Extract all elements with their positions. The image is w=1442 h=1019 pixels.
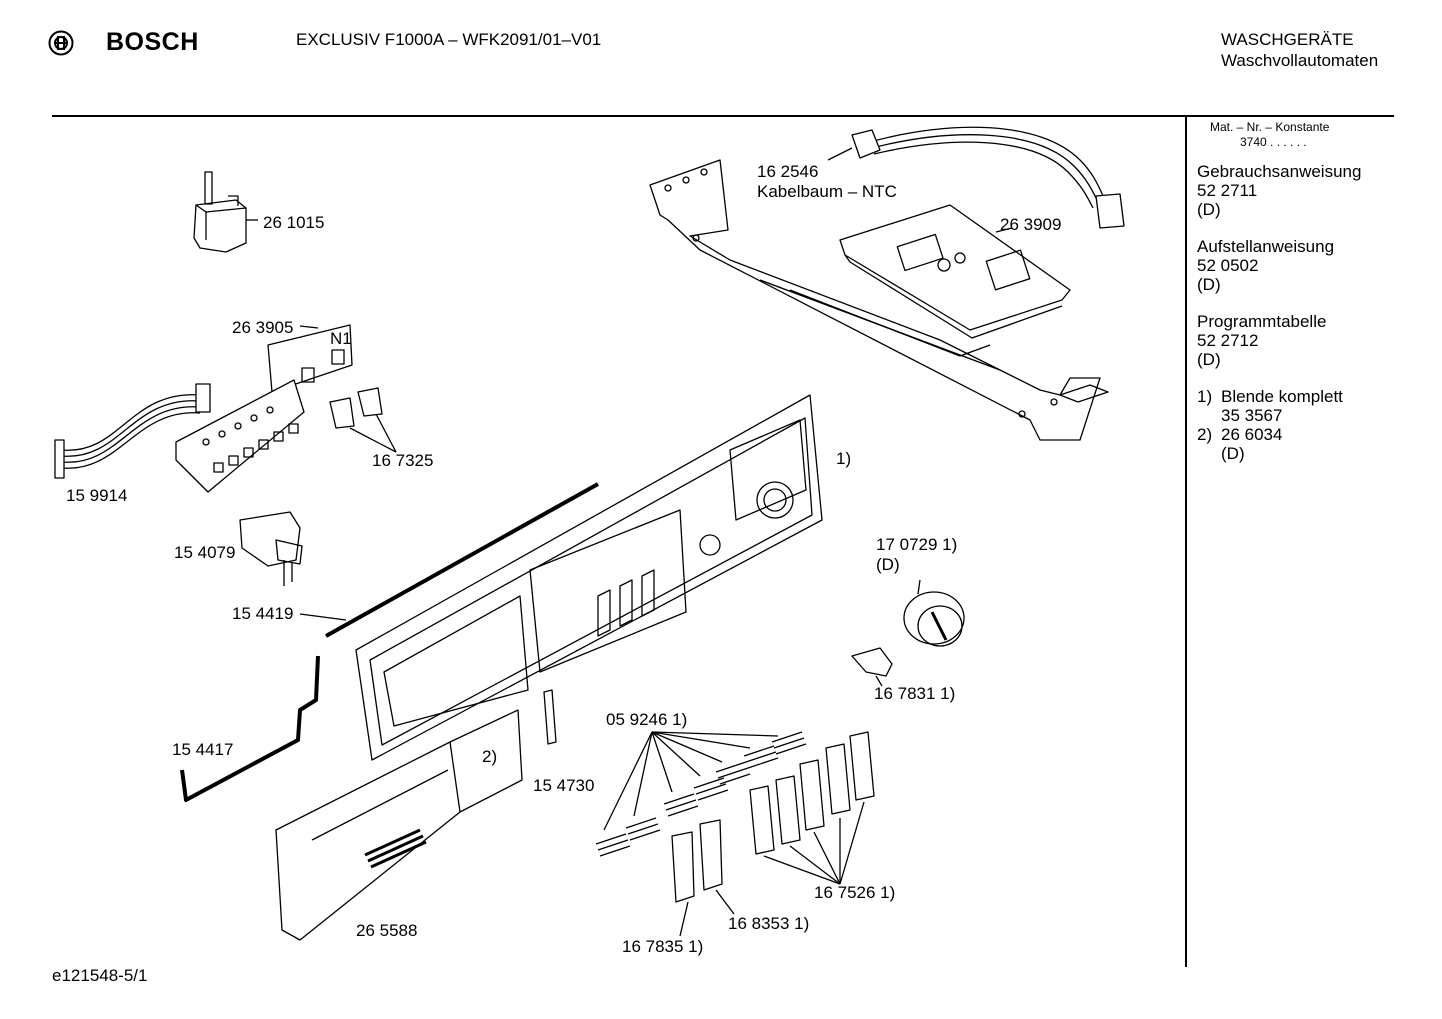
category-subtitle: Waschvollautomaten (1221, 51, 1379, 70)
part-label: 16 2546 (757, 162, 819, 181)
part-label: 15 4730 (533, 776, 595, 795)
note-text: Blende komplett (1221, 387, 1343, 406)
board-marking: N1 (330, 329, 352, 348)
seal-strip-drawing (299, 482, 599, 638)
part-label: 17 0729 1) (876, 535, 958, 554)
part-label: 26 3905 (232, 318, 294, 337)
note-marker: 2) (1197, 425, 1213, 444)
part-label: 15 4417 (172, 740, 234, 759)
doc-title: Gebrauchsanweisung (1197, 162, 1362, 181)
relay-part-drawing (193, 171, 258, 253)
part-label: 16 8353 1) (728, 914, 810, 933)
bosch-logo-icon (48, 30, 74, 56)
doc-number: 52 2711 (1197, 181, 1258, 200)
header-divider (52, 115, 1394, 117)
doc-number: 52 2712 (1197, 331, 1259, 350)
doc-lang: (D) (1197, 350, 1221, 369)
reference-marker: 1) (836, 449, 852, 468)
reference-marker: 2) (482, 747, 498, 766)
display-pcb-drawing (267, 324, 353, 393)
doc-title: Aufstellanweisung (1197, 237, 1335, 256)
control-module-bracket-drawing (649, 159, 1109, 441)
doc-number: 52 0502 (1197, 256, 1259, 275)
sidebar-divider (1185, 115, 1187, 967)
drawer-handle-drawing (275, 709, 523, 941)
part-label: 26 1015 (263, 213, 325, 232)
part-label: 16 7831 1) (874, 684, 956, 703)
light-guide-drawing (543, 689, 557, 745)
drawing-code: e121548-5/1 (52, 966, 148, 985)
part-variant: (D) (876, 555, 900, 574)
key-pcb-drawing (175, 379, 305, 493)
mat-value: 3740 . . . . . . (1240, 135, 1307, 149)
wire-bracket-drawing (180, 655, 320, 802)
control-fascia-panel-drawing (355, 394, 823, 761)
category-title: WASCHGERÄTE (1221, 30, 1354, 49)
part-description: Kabelbaum – NTC (757, 182, 897, 201)
mains-switch-drawing (239, 511, 303, 586)
ntc-cable-harness-drawing (827, 126, 1125, 229)
push-button-caps-drawing (329, 387, 397, 453)
doc-lang: (D) (1197, 200, 1221, 219)
note-text: 26 6034 (1221, 425, 1283, 444)
program-knob-drawing (903, 579, 965, 647)
doc-lang: (D) (1197, 275, 1221, 294)
part-label: 16 7835 1) (622, 937, 704, 956)
part-label: 15 4079 (174, 543, 236, 562)
springs-drawing (595, 731, 807, 857)
part-label: 26 3909 (1000, 215, 1062, 234)
part-label: 26 5588 (356, 921, 418, 940)
part-label: 16 7526 1) (814, 883, 896, 902)
lever-clips-drawing (671, 819, 735, 937)
flat-ribbon-cable-drawing (54, 383, 211, 479)
part-label: 15 4419 (232, 604, 294, 623)
knob-insert-drawing (851, 647, 893, 687)
doc-title: Programmtabelle (1197, 312, 1327, 331)
note-value: (D) (1221, 444, 1245, 463)
model-title: EXCLUSIV F1000A – WFK2091/01–V01 (296, 30, 602, 49)
note-value: 35 3567 (1221, 406, 1283, 425)
mat-header: Mat. – Nr. – Konstante (1210, 120, 1330, 134)
part-label: 15 9914 (66, 486, 128, 505)
clips-drawing (749, 731, 875, 885)
part-label: 05 9246 1) (606, 710, 688, 729)
note-marker: 1) (1197, 387, 1213, 406)
part-label: 16 7325 (372, 451, 434, 470)
brand-name: BOSCH (106, 28, 199, 56)
